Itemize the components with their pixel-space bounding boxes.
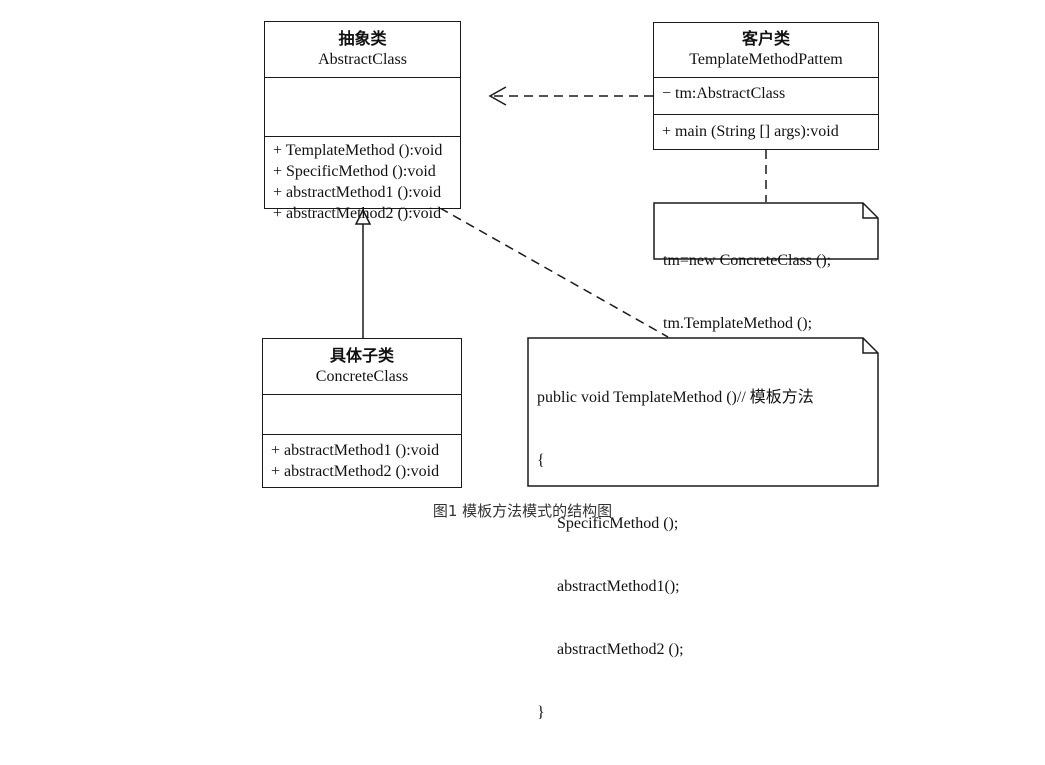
note-line: }	[537, 704, 545, 721]
client-note: tm=new ConcreteClass (); tm.TemplateMeth…	[653, 202, 879, 332]
concrete-class-stereotype: 具体子类	[329, 347, 394, 365]
note-line: SpecificMethod ();	[537, 515, 679, 532]
note-line: tm.TemplateMethod ();	[663, 315, 813, 332]
note-line: tm=new ConcreteClass ();	[663, 252, 832, 269]
abstract-class-name: AbstractClass	[318, 50, 407, 68]
concrete-class-attributes	[263, 395, 461, 435]
operation: + abstractMethod2 ():void	[273, 205, 442, 222]
inheritance-arrowhead	[354, 208, 372, 225]
abstract-class-attributes	[265, 78, 460, 137]
client-class-box: 客户类 TemplateMethodPattem − tm:AbstractCl…	[653, 22, 879, 150]
operation: + abstractMethod1 ():void	[273, 184, 442, 201]
operation: + abstractMethod2 ():void	[271, 463, 440, 480]
abstract-class-title: 抽象类 AbstractClass	[265, 22, 460, 78]
client-class-stereotype: 客户类	[741, 31, 790, 48]
note-line: {	[537, 452, 545, 469]
connectors	[354, 86, 767, 338]
figure-caption: 图1 模板方法模式的结构图	[432, 502, 613, 520]
dependency-arrowhead	[488, 86, 507, 106]
abstract-class-stereotype: 抽象类	[338, 30, 387, 48]
concrete-class-title: 具体子类 ConcreteClass	[263, 339, 461, 395]
client-class-name: TemplateMethodPattem	[689, 51, 843, 68]
operation: + main (String [] args):void	[662, 123, 839, 140]
concrete-class-operations: + abstractMethod1 ():void + abstractMeth…	[263, 435, 461, 487]
template-method-note: public void TemplateMethod ()// 模板方法 { S…	[527, 337, 879, 721]
concrete-class-box: 具体子类 ConcreteClass + abstractMethod1 ():…	[262, 338, 462, 488]
note-line: abstractMethod1();	[537, 578, 680, 595]
note-shape	[527, 337, 879, 487]
concrete-class-name: ConcreteClass	[315, 367, 409, 385]
note-line: public void TemplateMethod ()// 模板方法	[537, 389, 814, 406]
client-note-text: tm=new ConcreteClass (); tm.TemplateMeth…	[663, 208, 869, 376]
attribute: − tm:AbstractClass	[662, 85, 786, 102]
operation: + abstractMethod1 ():void	[271, 442, 440, 459]
note-shape	[653, 202, 879, 260]
uml-diagram: 抽象类 AbstractClass + TemplateMethod ():vo…	[262, 21, 879, 721]
client-class-title: 客户类 TemplateMethodPattem	[654, 23, 878, 78]
template-method-note-text: public void TemplateMethod ()// 模板方法 { S…	[537, 345, 869, 765]
client-class-operations: + main (String [] args):void	[654, 115, 878, 148]
operation: + SpecificMethod ():void	[273, 163, 436, 180]
note-line: abstractMethod2 ();	[537, 641, 684, 658]
client-class-attributes: − tm:AbstractClass	[654, 78, 878, 115]
abstract-class-box: 抽象类 AbstractClass + TemplateMethod ():vo…	[264, 21, 461, 222]
operation: + TemplateMethod ():void	[273, 142, 443, 159]
abstract-class-operations: + TemplateMethod ():void + SpecificMetho…	[265, 137, 460, 227]
note-anchor-template	[439, 207, 669, 338]
